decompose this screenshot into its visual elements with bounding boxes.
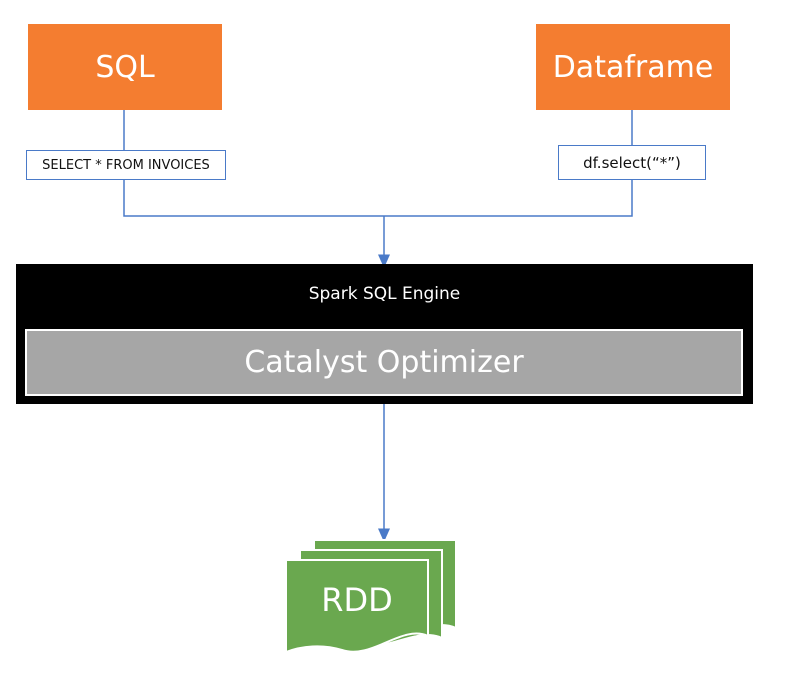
catalyst-optimizer: Catalyst Optimizer bbox=[25, 329, 743, 396]
optimizer-label: Catalyst Optimizer bbox=[244, 345, 524, 380]
sql-query-box: SELECT * FROM INVOICES bbox=[26, 150, 226, 180]
dataframe-label: Dataframe bbox=[552, 49, 714, 85]
sql-label: SQL bbox=[95, 49, 155, 85]
rdd-page-front bbox=[285, 559, 429, 654]
sql-box: SQL bbox=[28, 24, 222, 110]
rdd-stack-icon bbox=[285, 539, 457, 654]
sql-query-text: SELECT * FROM INVOICES bbox=[42, 157, 210, 173]
engine-title: Spark SQL Engine bbox=[308, 284, 461, 304]
dataframe-query-box: df.select(“*”) bbox=[558, 145, 706, 180]
merge-connector bbox=[123, 180, 633, 217]
spark-sql-engine: Spark SQL Engine Catalyst Optimizer bbox=[16, 264, 753, 404]
dataframe-query-text: df.select(“*”) bbox=[583, 153, 681, 172]
dataframe-box: Dataframe bbox=[536, 24, 730, 110]
rdd-label: RDD bbox=[321, 581, 393, 619]
